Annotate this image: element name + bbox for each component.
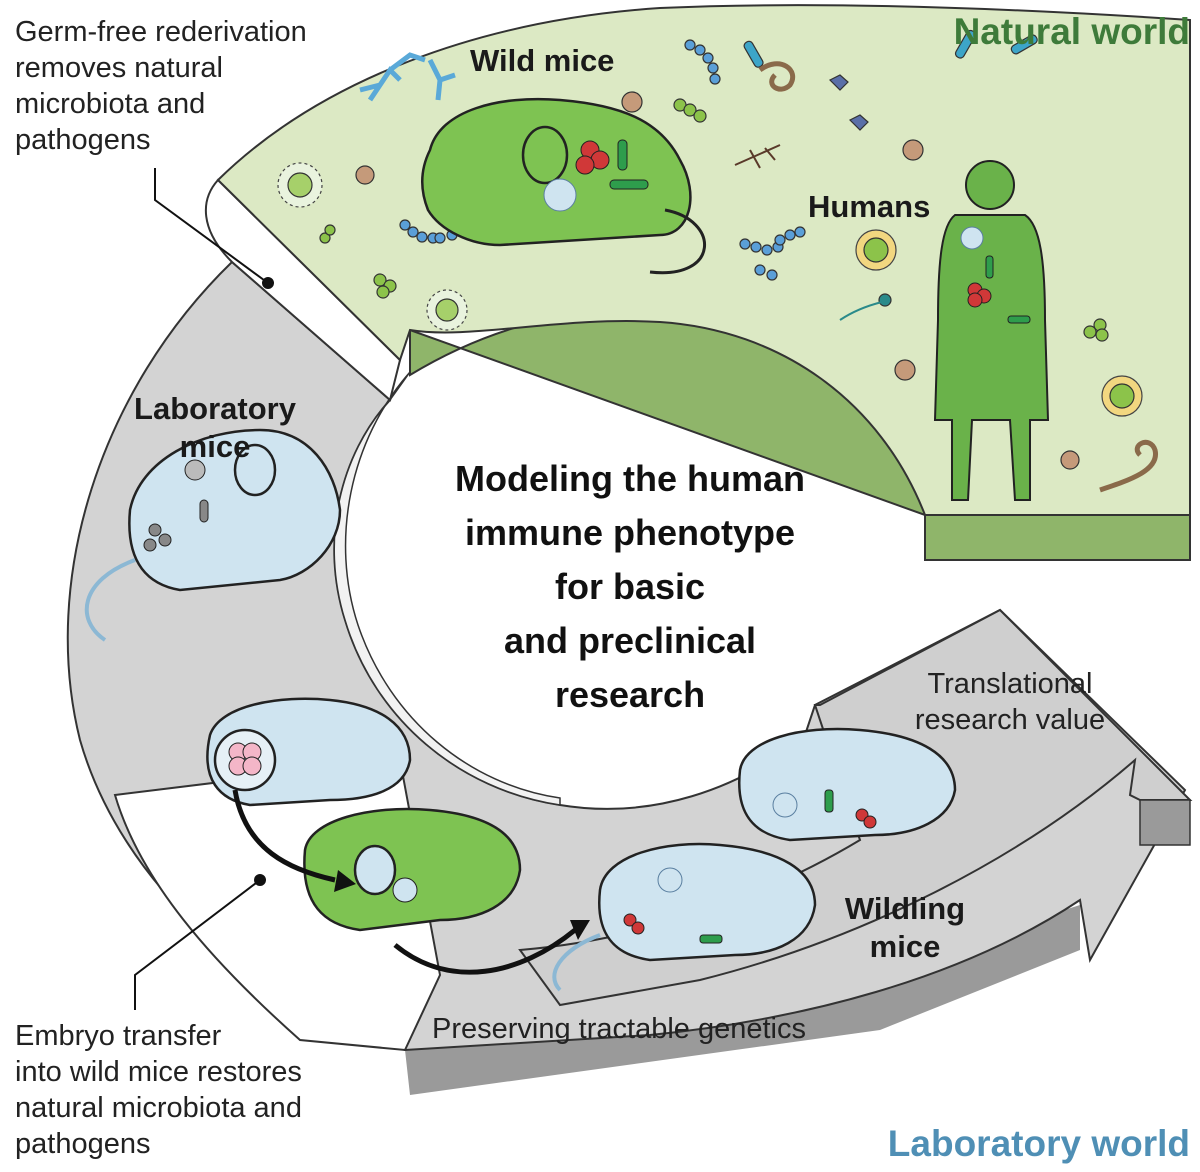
germ-free-line-3: microbiota and <box>15 88 206 120</box>
leader-lines <box>134 168 274 1010</box>
lab-ring-inner-wall <box>333 371 561 806</box>
center-title-line-1: Modeling the human <box>455 458 805 499</box>
virus-particle <box>277 162 1143 417</box>
rods <box>743 29 1038 68</box>
wildling-mice-label: Wildling mice <box>820 890 990 966</box>
wildling-mice-label-line-2: mice <box>869 929 941 964</box>
germ-free-gap <box>204 178 402 402</box>
mosquito <box>734 144 781 169</box>
transfer-arrows <box>232 789 590 975</box>
laboratory-world-title: Laboratory world <box>887 1123 1190 1164</box>
germ-free-line-2: removes natural <box>15 52 223 84</box>
lab-mouse-microbes <box>143 459 209 552</box>
wildling-mouse-front <box>552 842 817 992</box>
embryo-transfer-line-2: into wild mice restores <box>15 1056 302 1088</box>
laboratory-mice-label-line-1: Laboratory <box>134 391 296 426</box>
germ-free-annotation: Germ-free rederivation removes natural m… <box>15 14 307 158</box>
translational-arrow-side <box>1139 799 1191 846</box>
laboratory-mouse <box>84 428 342 642</box>
green-bead-chain <box>319 98 1109 342</box>
center-title-line-2: immune phenotype <box>464 512 796 553</box>
center-title-line-5: research <box>554 674 706 715</box>
embryo-transfer-line-1: Embryo transfer <box>15 1020 222 1052</box>
natural-microbes <box>277 29 1158 493</box>
translational-annotation: Translational research value <box>880 666 1140 738</box>
germ-free-line-1: Germ-free rederivation <box>15 16 307 48</box>
embryo-cells <box>228 742 262 776</box>
embryo-transfer-annotation: Embryo transfer into wild mice restores … <box>15 1018 302 1162</box>
center-title-line-4: and preclinical <box>503 620 757 661</box>
laboratory-mice-label-line-2: mice <box>179 429 251 464</box>
translational-line-1: Translational <box>927 668 1093 700</box>
laboratory-mice-label: Laboratory mice <box>110 390 320 466</box>
embryo-transfer-line-4: pathogens <box>15 1128 151 1160</box>
human-silhouette <box>933 160 1050 501</box>
flagellate <box>878 293 892 307</box>
worm <box>758 61 1158 493</box>
wild-mice-label: Wild mice <box>470 43 615 78</box>
human-microbes <box>960 226 1031 324</box>
humans-label: Humans <box>808 189 931 224</box>
center-title-line-3: for basic <box>554 566 706 607</box>
natural-world-title: Natural world <box>953 11 1190 52</box>
embryo-donor-mouse <box>206 697 412 807</box>
wildling-mice-label-line-1: Wildling <box>844 891 966 926</box>
embryo-transfer-line-3: natural microbiota and <box>15 1092 302 1124</box>
branched-microbe <box>359 52 456 102</box>
wildling-back-microbes <box>772 789 877 829</box>
wildling-front-microbes <box>623 867 723 944</box>
wild-mouse-microbes <box>543 139 649 212</box>
phage <box>828 74 869 131</box>
wild-mouse <box>421 97 706 275</box>
surrogate-wild-mouse <box>303 807 522 932</box>
translational-line-2: research value <box>914 704 1106 736</box>
preserving-annotation: Preserving tractable genetics <box>432 1013 806 1045</box>
center-title: Modeling the human immune phenotype for … <box>400 452 860 722</box>
germ-free-line-4: pathogens <box>15 124 151 156</box>
wildling-mouse-back <box>737 727 957 842</box>
